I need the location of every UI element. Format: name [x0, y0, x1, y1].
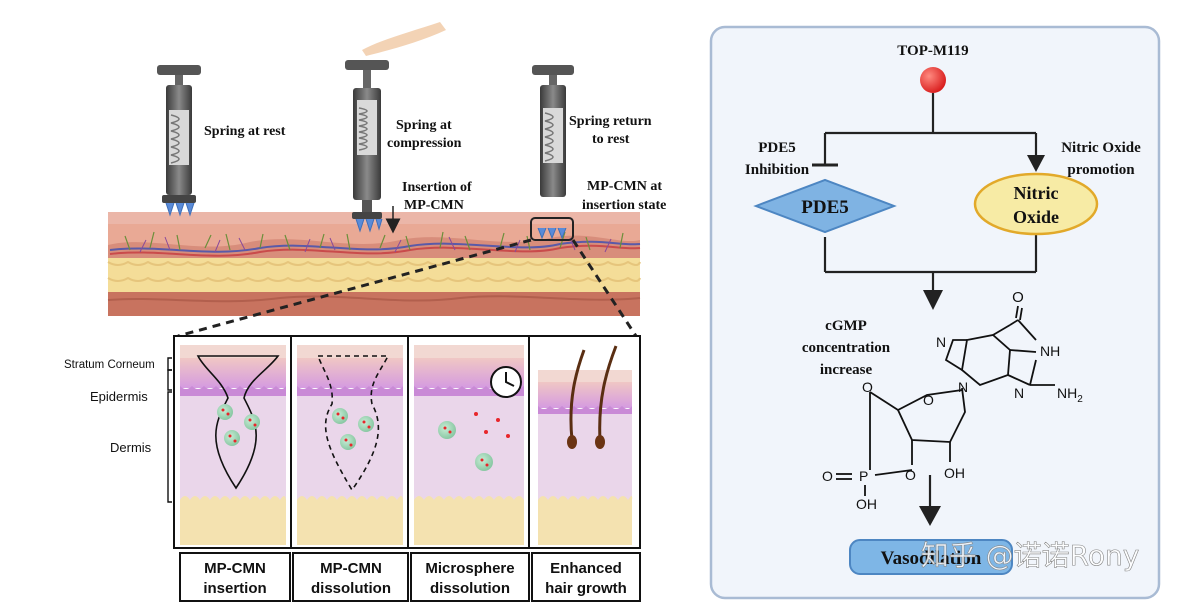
no-node-label-1: Nitric: [1014, 183, 1059, 203]
mol-NH2-main: NH: [1057, 385, 1077, 401]
top-m119-label: TOP-M119: [897, 43, 968, 59]
arrow-to-result: [919, 506, 941, 526]
caption-3-line1: Microsphere: [425, 560, 514, 577]
label-insertion-2: MP-CMN: [404, 198, 464, 213]
pathway-lines: [812, 93, 1038, 510]
syringe-compression: [345, 22, 446, 233]
label-insertion-1: Insertion of: [402, 180, 472, 195]
mol-N-a: N: [936, 334, 946, 350]
caption-4-line1: Enhanced: [550, 560, 622, 577]
no-promotion-1: Nitric Oxide: [1061, 140, 1141, 156]
syringe-return: [532, 65, 574, 197]
mol-NH: NH: [1040, 343, 1060, 359]
mol-N-b: N: [958, 379, 968, 395]
fat-layer: [108, 258, 640, 294]
mol-O-top: O: [1012, 289, 1024, 306]
arrow-to-cgmp: [923, 290, 943, 310]
pde5-node-label: PDE5: [801, 197, 849, 218]
watermark: 知乎 @诺诺Rony: [921, 539, 1140, 572]
mol-O-link2: O: [905, 467, 916, 483]
label-insertion-state-1: MP-CMN at: [587, 179, 662, 194]
pde5-node: [753, 178, 897, 234]
caption-4-line2: hair growth: [545, 580, 627, 597]
label-epidermis: Epidermis: [90, 389, 148, 404]
no-node-label-2: Oxide: [1013, 207, 1059, 227]
pde5-inhibition-1: PDE5: [758, 140, 796, 156]
caption-1-line2: insertion: [203, 580, 266, 597]
finger-icon: [362, 22, 446, 56]
mol-O-double: O: [822, 468, 833, 484]
mol-NH2: NH2: [1057, 385, 1083, 405]
label-stratum-corneum: Stratum Corneum: [64, 359, 155, 371]
skin-section: [107, 212, 641, 316]
label-insertion-state-2: insertion state: [582, 198, 666, 213]
zoom-box: [530, 217, 574, 241]
panel-3: [414, 345, 524, 545]
cgmp-3: increase: [820, 362, 873, 378]
label-spring-compression-1: Spring at: [396, 118, 452, 133]
label-spring-return-2: to rest: [592, 132, 630, 147]
syringe-rest: [157, 65, 201, 217]
no-promotion-2: promotion: [1067, 162, 1135, 178]
no-node: [973, 172, 1099, 236]
result-label: Vasodilation: [881, 548, 982, 569]
caption-2-line1: MP-CMN: [320, 560, 382, 577]
cgmp-2: concentration: [802, 340, 891, 356]
panel-4: [538, 345, 633, 545]
panel-captions: [179, 552, 641, 602]
pde5-inhibition-2: Inhibition: [745, 162, 810, 178]
mol-N-c: N: [1014, 385, 1024, 401]
mol-O-ring: O: [923, 392, 934, 408]
layer-brackets: [167, 357, 172, 503]
top-m119-dot: [920, 67, 946, 93]
cgmp-molecule: [836, 305, 1055, 496]
panel-1: [180, 345, 286, 545]
panel-2: [297, 345, 403, 545]
mol-NH2-sub: 2: [1077, 394, 1083, 405]
mol-O-link1: O: [862, 379, 873, 395]
mol-P: P: [859, 468, 868, 484]
pathway-panel: [709, 25, 1161, 600]
label-dermis: Dermis: [110, 440, 152, 455]
caption-2-line2: dissolution: [311, 580, 391, 597]
result-box: [849, 539, 1013, 575]
mol-OH-ring: OH: [944, 465, 965, 481]
label-spring-return-1: Spring return: [569, 114, 652, 129]
caption-3-line2: dissolution: [430, 580, 510, 597]
muscle-layer: [108, 292, 640, 316]
caption-1-line1: MP-CMN: [204, 560, 266, 577]
mol-NH-h: H: [1050, 343, 1060, 359]
label-spring-compression-2: compression: [387, 136, 462, 151]
mol-OH-p: OH: [856, 496, 877, 512]
arrow-to-no: [1027, 155, 1045, 172]
cgmp-1: cGMP: [825, 318, 867, 334]
label-spring-rest: Spring at rest: [204, 124, 286, 139]
